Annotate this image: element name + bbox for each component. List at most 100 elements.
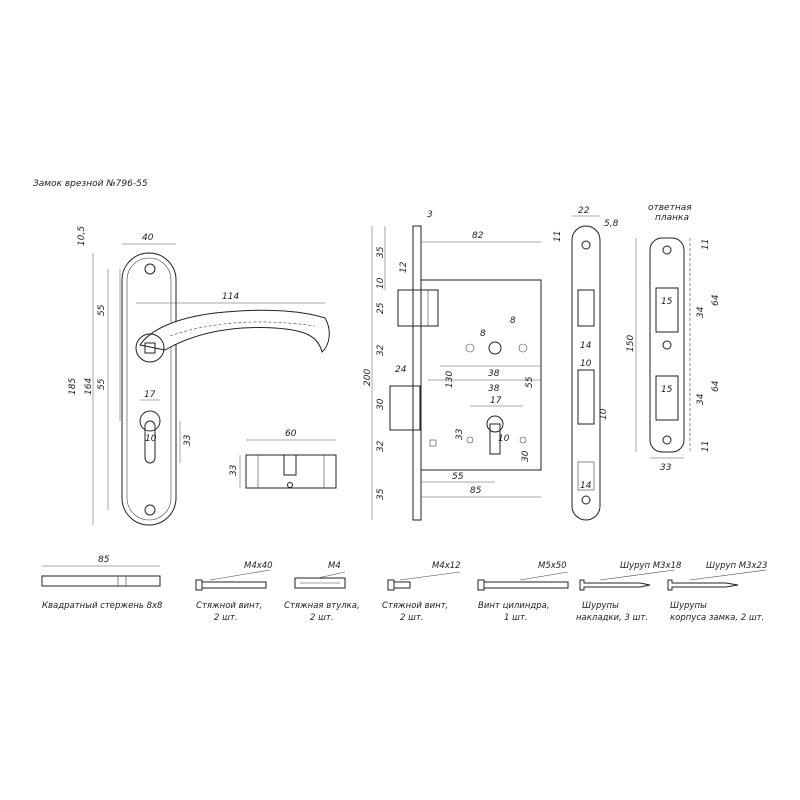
faceplate-front-view: 22 5,8 11 14 10 14 10 (553, 206, 619, 521)
dim-34-b: 34 (696, 393, 706, 405)
dim-85: 85 (470, 486, 482, 496)
strike-bolt-opening (655, 375, 679, 421)
part-label: Квадратный стержень 8х8 (42, 601, 163, 611)
screw-icon (144, 263, 156, 275)
dim-15-a: 15 (661, 297, 673, 307)
dim-11-sp: 11 (701, 239, 711, 250)
dim-25: 25 (376, 302, 386, 314)
part-wood-screw-m3x23: Шуруп М3х23 Шурупы корпуса замка, 2 шт. (667, 561, 767, 623)
dim-15-b: 15 (661, 385, 673, 395)
handle-backplate (121, 252, 177, 526)
dim-64-b: 64 (711, 380, 721, 392)
dim-82: 82 (472, 231, 484, 241)
dim-64-a: 64 (711, 294, 721, 306)
part-dim: Шуруп М3х18 (620, 561, 682, 571)
dim-114: 114 (222, 292, 239, 302)
screw-icon (662, 340, 672, 350)
latch-bolt (397, 289, 439, 327)
deadbolt-opening (577, 369, 595, 425)
screw-icon (581, 495, 591, 505)
dim-35-top: 35 (376, 246, 386, 258)
drawing-title: Замок врезной №796-55 (33, 179, 148, 189)
lock-case (420, 279, 542, 471)
cylinder-cutout (486, 415, 504, 433)
strike-plate-view: ответная планка 11 150 15 34 64 15 34 64… (626, 203, 721, 473)
dim-11-sp-bot: 11 (701, 441, 711, 452)
part-dim: 85 (98, 555, 110, 565)
screw-m4x40 (199, 581, 267, 589)
lever-hatching (169, 321, 316, 337)
dim-10-5: 10,5 (77, 226, 87, 246)
dim-17-lb: 17 (490, 396, 502, 406)
part-dim: M4х40 (244, 561, 273, 571)
part-label-2: накладки, 3 шт. (576, 613, 648, 623)
lever-handle (139, 309, 330, 353)
dim-5-8: 5,8 (604, 219, 619, 229)
part-dim: Шуруп М3х23 (706, 561, 767, 571)
parts-row: 85 Квадратный стержень 8х8 M4х40 Стяжной… (41, 555, 767, 623)
dead-bolt (389, 385, 421, 431)
dim-33-cyl: 33 (229, 464, 239, 476)
part-screw-m4x12: M4х12 Стяжной винт, 2 шт. (382, 561, 461, 623)
dim-10-bot: 10 (498, 434, 510, 444)
dim-55-lb: 55 (525, 376, 535, 388)
strike-latch-opening (655, 287, 679, 333)
dim-185: 185 (68, 378, 78, 395)
faceplate (571, 225, 601, 521)
part-bushing-m4: M4 Стяжная втулка, 2 шт. (284, 561, 360, 623)
dim-12: 12 (399, 261, 409, 273)
dim-10: 10 (145, 434, 157, 444)
spindle-icon (135, 333, 165, 363)
strike-plate-label: ответная (648, 203, 692, 213)
dim-8-a: 8 (480, 329, 486, 339)
part-wood-screw-m3x18: Шуруп М3х18 Шурупы накладки, 3 шт. (576, 561, 682, 623)
part-dim: M4х12 (432, 561, 461, 571)
dim-10-fp-bot: 10 (599, 408, 609, 420)
dim-130: 130 (445, 371, 455, 388)
part-label-2: 2 шт. (310, 613, 334, 623)
part-label-2: 2 шт. (400, 613, 424, 623)
keyhole-slot (144, 420, 156, 464)
dim-32-top: 32 (376, 344, 386, 356)
lock-faceplate-side (412, 225, 422, 521)
dim-164: 164 (84, 378, 94, 395)
dim-30-bot: 30 (521, 450, 531, 462)
dim-30-lb: 30 (376, 398, 386, 410)
handle-plate-view: 10,5 40 114 55 164 185 55 17 10 33 (68, 226, 330, 526)
dim-55-top: 55 (97, 304, 107, 316)
screw-m5x50 (481, 581, 569, 589)
part-label-2: 1 шт. (504, 613, 528, 623)
dim-34-a: 34 (696, 306, 706, 318)
cylinder-view: 60 33 (229, 429, 337, 489)
dim-14-fp-bot: 14 (580, 481, 592, 491)
part-label-2: корпуса замка, 2 шт. (670, 613, 764, 623)
dim-60: 60 (285, 429, 297, 439)
dim-33-lb: 33 (455, 428, 465, 440)
dim-32-bot: 32 (376, 440, 386, 452)
dim-150: 150 (626, 335, 636, 352)
strike-plate (649, 237, 685, 453)
wood-screw-m3x23 (667, 579, 739, 591)
cylinder-cam (283, 454, 297, 476)
dim-10-fp: 10 (580, 359, 592, 369)
dim-55-bot: 55 (452, 472, 464, 482)
latch-opening (577, 289, 595, 327)
part-label-2: 2 шт. (214, 613, 238, 623)
part-label: Шурупы (582, 601, 619, 611)
lock-body-view: 3 82 35 10 12 25 32 200 24 30 130 8 8 38… (363, 210, 542, 521)
screw-icon (144, 504, 156, 516)
spindle-hub-icon (488, 341, 502, 355)
dim-22: 22 (578, 206, 590, 216)
dim-35-bot: 35 (376, 488, 386, 500)
dim-10-lb: 10 (376, 277, 386, 289)
bushing-m4 (294, 577, 346, 589)
dim-3: 3 (427, 210, 433, 220)
square-spindle-hole (144, 342, 156, 354)
dim-17: 17 (144, 390, 156, 400)
part-label: Шурупы (670, 601, 707, 611)
part-label: Стяжной винт, (382, 601, 448, 611)
part-label: Стяжная втулка, (284, 601, 360, 611)
part-dim: M5х50 (538, 561, 567, 571)
wood-screw-m3x18 (579, 579, 651, 591)
strike-plate-label-2: планка (655, 213, 689, 223)
